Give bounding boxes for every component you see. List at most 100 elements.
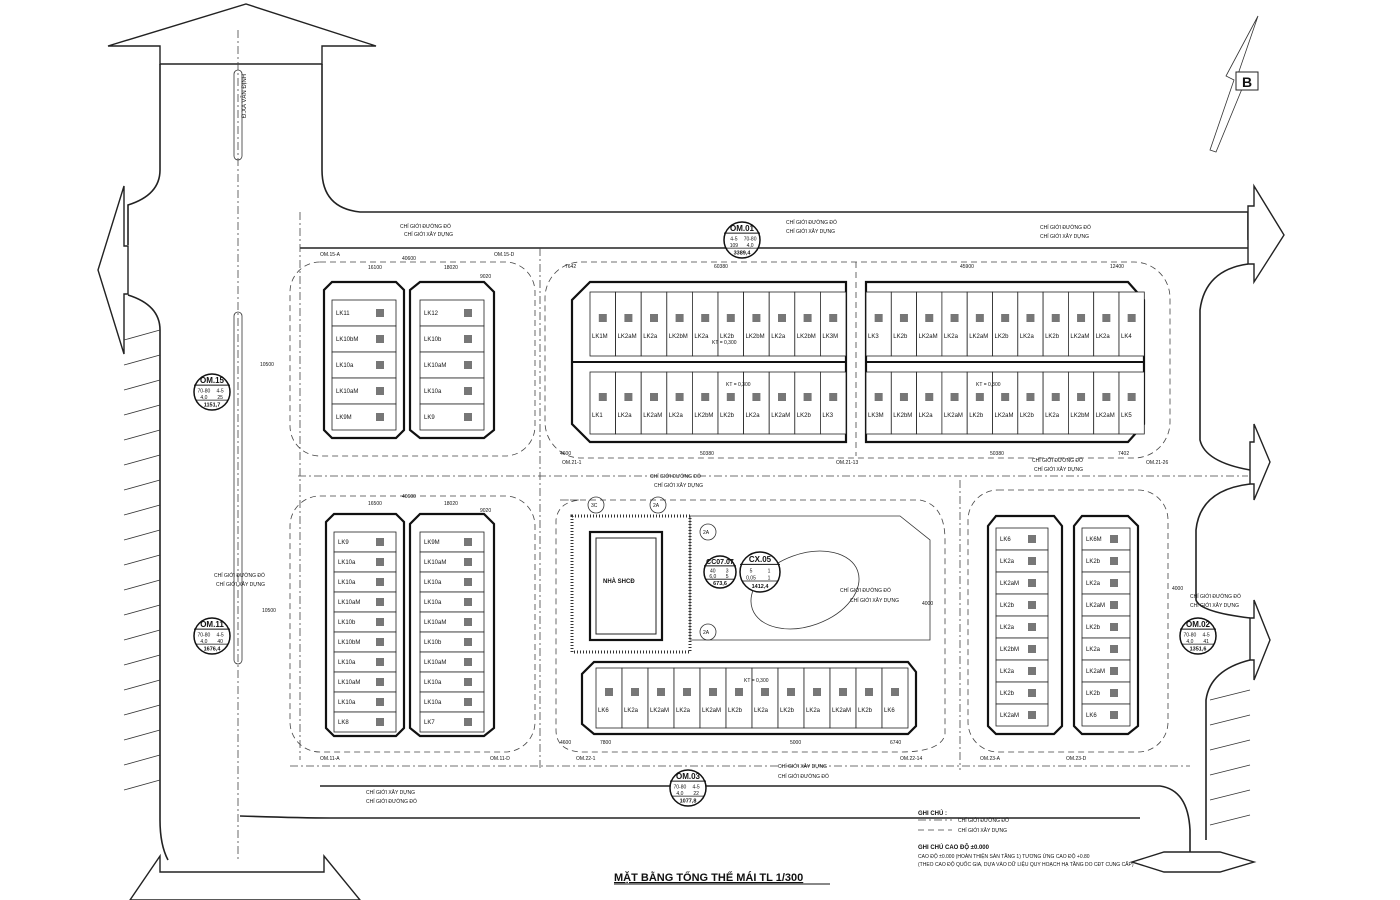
legend-elev-heading: GHI CHÚ CAO ĐỘ ±0.000 xyxy=(918,843,990,851)
callout-build-om03: CHỈ GIỚI XÂY DỰNG xyxy=(654,482,703,489)
house-unit-label: LK6 xyxy=(884,708,895,714)
house-unit-label: LK2a xyxy=(643,334,658,340)
dim-om01-bot-2: 50380 xyxy=(700,451,714,457)
house-unit: LK1M xyxy=(589,291,617,357)
house-unit-label: LK2a xyxy=(944,334,959,340)
dim-om15-top-2: 18020 xyxy=(444,265,458,271)
house-unit-label: LK2aM xyxy=(1000,581,1019,587)
dim-om03-bot-4: 6740 xyxy=(890,740,901,746)
house-unit: LK2a xyxy=(995,549,1049,573)
callout-build-om02: CHỈ GIỚI XÂY DỰNG xyxy=(1034,466,1083,473)
house-unit-label: LK3M xyxy=(868,413,884,419)
lot-id: OM.02 xyxy=(1186,620,1211,629)
marker-2a-2: 2A xyxy=(703,530,710,536)
dim-om11-top-4: 9020 xyxy=(480,508,491,514)
house-unit-label: LK2a xyxy=(1000,669,1015,675)
house-unit-label: LK2b xyxy=(1000,603,1015,609)
house-unit: LK2aM xyxy=(640,371,668,435)
house-unit-label: LK2b xyxy=(720,413,735,419)
house-unit: LK8 xyxy=(333,711,397,733)
house-unit: LK2a xyxy=(995,615,1049,639)
house-unit: LK2aM xyxy=(995,703,1049,727)
callout-red-om03b: CHỈ GIỚI ĐƯỜNG ĐỎ xyxy=(778,773,829,780)
lot-value: 3 xyxy=(726,568,729,574)
road-arrow-west xyxy=(97,185,129,355)
dim-om03-bot-2: 7800 xyxy=(600,740,611,746)
house-unit: LK2aM xyxy=(941,371,968,435)
house-unit: LK9M xyxy=(419,531,485,553)
house-unit: LK10bM xyxy=(333,631,397,653)
elevation-tag: KT = 0,300 xyxy=(744,678,769,684)
house-unit-label: LK5 xyxy=(1121,413,1132,419)
house-unit: LK9 xyxy=(333,531,397,553)
house-unit: LK10aM xyxy=(331,377,397,405)
dim-om11-top-2: 18020 xyxy=(444,501,458,507)
house-unit: LK2a xyxy=(995,659,1049,683)
house-unit-label: LK2b xyxy=(1086,559,1101,565)
callout-build-green: CHỈ GIỚI XÂY DỰNG xyxy=(850,597,899,604)
lot-value: 41 xyxy=(1203,639,1209,645)
lot-value: 4-5 xyxy=(216,632,223,638)
dim-side-3: 4000 xyxy=(922,601,933,607)
house-unit-label: LK10bM xyxy=(338,640,360,646)
house-unit-label: LK9 xyxy=(338,540,349,546)
lot-value: 40 xyxy=(217,639,223,645)
house-unit-label: LK2aM xyxy=(1086,669,1105,675)
elevation-tag: KT = 0,300 xyxy=(712,340,737,346)
house-unit-label: LK10b xyxy=(424,337,442,343)
house-unit-label: LK2aM xyxy=(919,334,938,340)
house-unit: LK6 xyxy=(1081,703,1131,727)
grid-tag-om21-13: OM.21-13 xyxy=(836,460,858,466)
grid-tag-om11-a: OM.11-A xyxy=(320,756,340,762)
house-unit-label: LK3M xyxy=(822,334,838,340)
lot-area: 1151,7 xyxy=(204,402,221,408)
house-unit-label: LK9M xyxy=(336,415,352,421)
house-unit: LK2aM xyxy=(1081,659,1131,683)
grid-tag-om11-d: OM.11-D xyxy=(490,756,510,762)
house-unit: LK2b xyxy=(995,593,1049,617)
callout-red-bottom: CHỈ GIỚI ĐƯỜNG ĐỎ xyxy=(366,798,417,805)
house-unit-label: LK10b xyxy=(424,640,442,646)
house-unit: LK2b xyxy=(725,667,753,729)
grid-tag-om15-d: OM.15-D xyxy=(494,252,515,258)
house-unit: LK7 xyxy=(419,711,485,733)
house-unit: LK2aM xyxy=(995,571,1049,595)
lot-id: OM.01 xyxy=(730,224,755,233)
legend-heading: GHI CHÚ : xyxy=(918,810,947,817)
house-unit-label: LK2a xyxy=(806,708,821,714)
house-unit-label: LK10a xyxy=(338,560,356,566)
house-unit: LK2aM xyxy=(829,667,857,729)
elevation-tag: KT = 0,300 xyxy=(976,382,1001,388)
dim-om11-top-3: 16500 xyxy=(368,501,382,507)
dim-om03-bot-3: 5000 xyxy=(790,740,801,746)
house-unit: LK6 xyxy=(595,667,623,729)
road-arrow-south-right xyxy=(1129,851,1257,873)
house-unit: LK2aM xyxy=(966,291,993,357)
house-unit-label: LK2aM xyxy=(969,334,988,340)
house-unit-label: LK2a xyxy=(1086,647,1101,653)
house-unit-label: LK10aM xyxy=(424,660,446,666)
house-unit-label: LK2a xyxy=(1096,334,1111,340)
house-unit-label: LK2a xyxy=(1086,581,1101,587)
house-unit-label: LK11 xyxy=(336,311,350,317)
house-unit-label: LK10a xyxy=(424,680,442,686)
house-unit-label: LK2bM xyxy=(746,334,765,340)
grid-tags: OM.15-A OM.15-D OM.21-1 OM.21-13 OM.21-2… xyxy=(320,252,1168,762)
dim-om01-bot-1: 4600 xyxy=(560,451,571,457)
house-unit-label: LK2a xyxy=(919,413,934,419)
house-unit: LK2a xyxy=(615,371,642,435)
lot-value: 70-80 xyxy=(674,784,687,790)
house-unit: LK2a xyxy=(666,371,693,435)
house-unit-label: LK2aM xyxy=(944,413,963,419)
house-unit-label: LK2bM xyxy=(669,334,688,340)
house-unit-label: LK8 xyxy=(338,720,349,726)
house-unit: LK10a xyxy=(333,691,397,713)
dim-om15-top-3: 40600 xyxy=(402,256,416,262)
dim-om15-top-1: 16100 xyxy=(368,265,382,271)
house-unit: LK12 xyxy=(419,299,485,327)
house-unit-label: LK2aM xyxy=(1096,413,1115,419)
house-unit-label: LK2b xyxy=(858,708,873,714)
